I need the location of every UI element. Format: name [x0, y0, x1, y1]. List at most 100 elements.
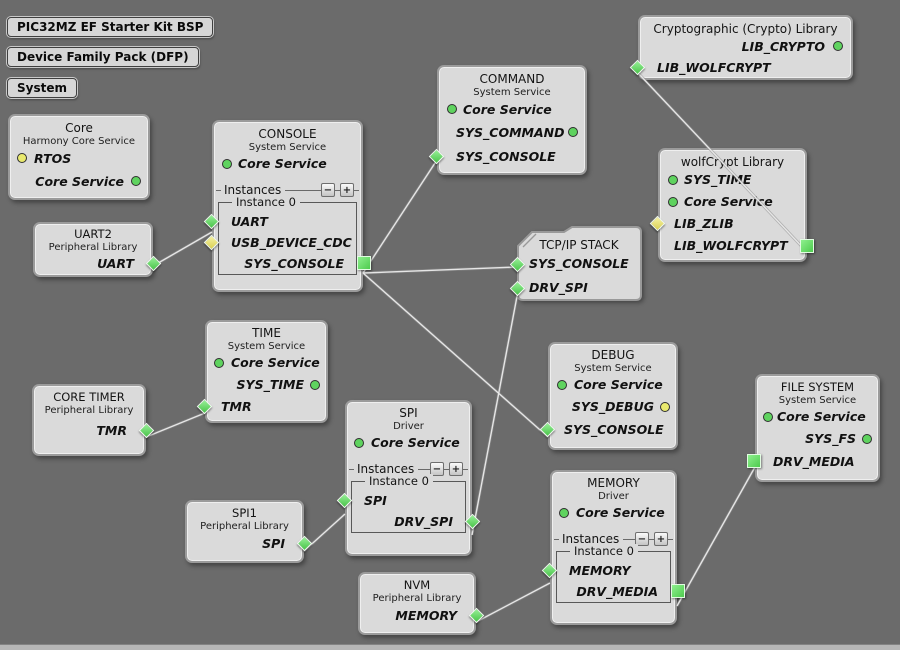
tag-label: System: [17, 81, 67, 95]
component-command[interactable]: COMMAND System Service Core Service SYS_…: [428, 65, 587, 175]
wire-memory-filesystem: [676, 466, 756, 607]
port-label: LIB_CRYPTO: [741, 39, 825, 54]
component-tag-dfp[interactable]: Device Family Pack (DFP): [7, 47, 199, 67]
component-subtitle: System Service: [473, 87, 551, 98]
tag-label: Device Family Pack (DFP): [17, 50, 189, 64]
divider: [354, 189, 359, 191]
port-label: USB_DEVICE_CDC: [231, 235, 352, 250]
component-title: CORE TIMER: [53, 390, 125, 404]
connected-dependency-icon[interactable]: [203, 213, 220, 230]
component-subtitle: System Service: [778, 395, 857, 406]
instance-label: Instance 0: [232, 195, 300, 209]
tag-label: PIC32MZ EF Starter Kit BSP: [17, 20, 204, 34]
instances-label: Instances: [357, 462, 415, 476]
component-core[interactable]: Core Harmony Core Service RTOS Core Serv…: [8, 114, 150, 200]
wire-console-command: [362, 159, 438, 274]
component-title: TCP/IP STACK: [539, 238, 619, 252]
component-spi1[interactable]: SPI1 Peripheral Library SPI: [185, 500, 313, 563]
capability-satisfied-icon: [222, 159, 232, 169]
instances-bar: Instances − +: [214, 180, 361, 200]
port-row: DRV_SPI: [509, 276, 643, 300]
port-label: Core Service: [777, 409, 866, 424]
connected-dependency-icon[interactable]: [138, 422, 155, 439]
component-spi-driver[interactable]: SPI Driver Core Service Instances − + In…: [336, 400, 481, 556]
unconnected-dependency-icon[interactable]: [649, 215, 666, 232]
connected-dependency-icon[interactable]: [539, 421, 556, 438]
component-crypto-library[interactable]: Cryptographic (Crypto) Library LIB_CRYPT…: [629, 15, 853, 80]
divider: [335, 189, 340, 191]
component-wolfcrypt-library[interactable]: wolfCrypt Library SYS_TIME Core Service …: [649, 148, 814, 262]
component-tag-system[interactable]: System: [7, 78, 77, 98]
component-uart2[interactable]: UART2 Peripheral Library UART: [33, 222, 162, 277]
port-row: DRV_SPI: [352, 511, 481, 532]
component-title: NVM: [403, 578, 431, 592]
capability-satisfied-icon: [310, 380, 320, 390]
connected-dependency-icon[interactable]: [428, 148, 445, 165]
component-file-system[interactable]: FILE SYSTEM System Service Core Service …: [747, 374, 880, 482]
divider: [554, 538, 559, 540]
instance-remove-button[interactable]: −: [321, 183, 335, 197]
port-row: USB_DEVICE_CDC: [203, 232, 356, 253]
instance-group: Instance 0 SPI DRV_SPI: [336, 474, 481, 533]
component-debug[interactable]: DEBUG System Service Core Service SYS_DE…: [539, 342, 678, 450]
port-label: Core Service: [238, 156, 327, 171]
port-label: SYS_TIME: [684, 172, 752, 187]
optional-capability-icon: [660, 402, 670, 412]
port-label: LIB_WOLFCRYPT: [674, 238, 788, 253]
port-label: UART: [97, 256, 134, 271]
connected-dependency-icon[interactable]: [509, 280, 526, 297]
instance-add-button[interactable]: +: [340, 183, 354, 197]
component-subtitle: Driver: [393, 421, 424, 432]
port-row: Core Service: [214, 153, 361, 175]
component-memory-driver[interactable]: MEMORY Driver Core Service Instances − +…: [541, 470, 685, 625]
multi-capability-icon[interactable]: [357, 256, 371, 270]
multi-capability-icon[interactable]: [747, 454, 761, 468]
component-nvm[interactable]: NVM Peripheral Library MEMORY: [358, 572, 485, 635]
connected-dependency-icon[interactable]: [541, 562, 558, 579]
instance-add-button[interactable]: +: [449, 462, 463, 476]
connected-dependency-icon[interactable]: [509, 256, 526, 273]
port-row: LIB_CRYPTO: [640, 36, 851, 57]
divider: [418, 468, 430, 470]
connected-dependency-icon[interactable]: [336, 492, 353, 509]
component-title: TIME: [252, 326, 281, 340]
port-row: UART: [203, 211, 356, 232]
wire-console-tcpip: [362, 266, 519, 274]
component-core-timer[interactable]: CORE TIMER Peripheral Library TMR: [32, 384, 155, 456]
component-title: UART2: [74, 227, 112, 241]
canvas-bottom-edge: [0, 644, 900, 650]
instance-label: Instance 0: [570, 544, 638, 558]
connected-dependency-icon[interactable]: [468, 607, 485, 624]
port-label: DRV_MEDIA: [576, 584, 658, 599]
multi-capability-icon[interactable]: [800, 239, 814, 253]
instance-remove-button[interactable]: −: [635, 532, 649, 546]
connected-dependency-icon[interactable]: [145, 255, 162, 272]
port-row: SYS_CONSOLE: [219, 253, 371, 274]
instances-label: Instances: [562, 532, 620, 546]
instance-remove-button[interactable]: −: [430, 462, 444, 476]
capability-satisfied-icon: [668, 197, 678, 207]
connected-dependency-icon[interactable]: [629, 59, 646, 76]
component-console[interactable]: CONSOLE System Service Core Service Inst…: [203, 120, 371, 292]
component-tcpip-stack[interactable]: TCP/IP STACK SYS_CONSOLE DRV_SPI: [509, 226, 643, 302]
component-tag-bsp[interactable]: PIC32MZ EF Starter Kit BSP: [7, 17, 214, 37]
port-label: TMR: [221, 399, 252, 414]
capability-satisfied-icon: [557, 380, 567, 390]
port-label: DRV_SPI: [529, 280, 588, 295]
component-subtitle: Peripheral Library: [44, 405, 134, 416]
wire-spi-tcpip: [471, 290, 519, 536]
port-row: TMR: [196, 396, 326, 418]
component-time[interactable]: TIME System Service Core Service SYS_TIM…: [196, 320, 328, 423]
connected-dependency-icon[interactable]: [464, 513, 481, 530]
connected-dependency-icon[interactable]: [296, 535, 313, 552]
port-label: RTOS: [34, 151, 72, 166]
capability-satisfied-icon: [131, 176, 141, 186]
port-label: Core Service: [463, 102, 552, 117]
connected-dependency-icon[interactable]: [196, 398, 213, 415]
unconnected-dependency-icon[interactable]: [203, 234, 220, 251]
component-subtitle: System Service: [227, 341, 306, 352]
multi-capability-icon[interactable]: [671, 584, 685, 598]
instance-add-button[interactable]: +: [654, 532, 668, 546]
capability-satisfied-icon: [833, 41, 843, 51]
